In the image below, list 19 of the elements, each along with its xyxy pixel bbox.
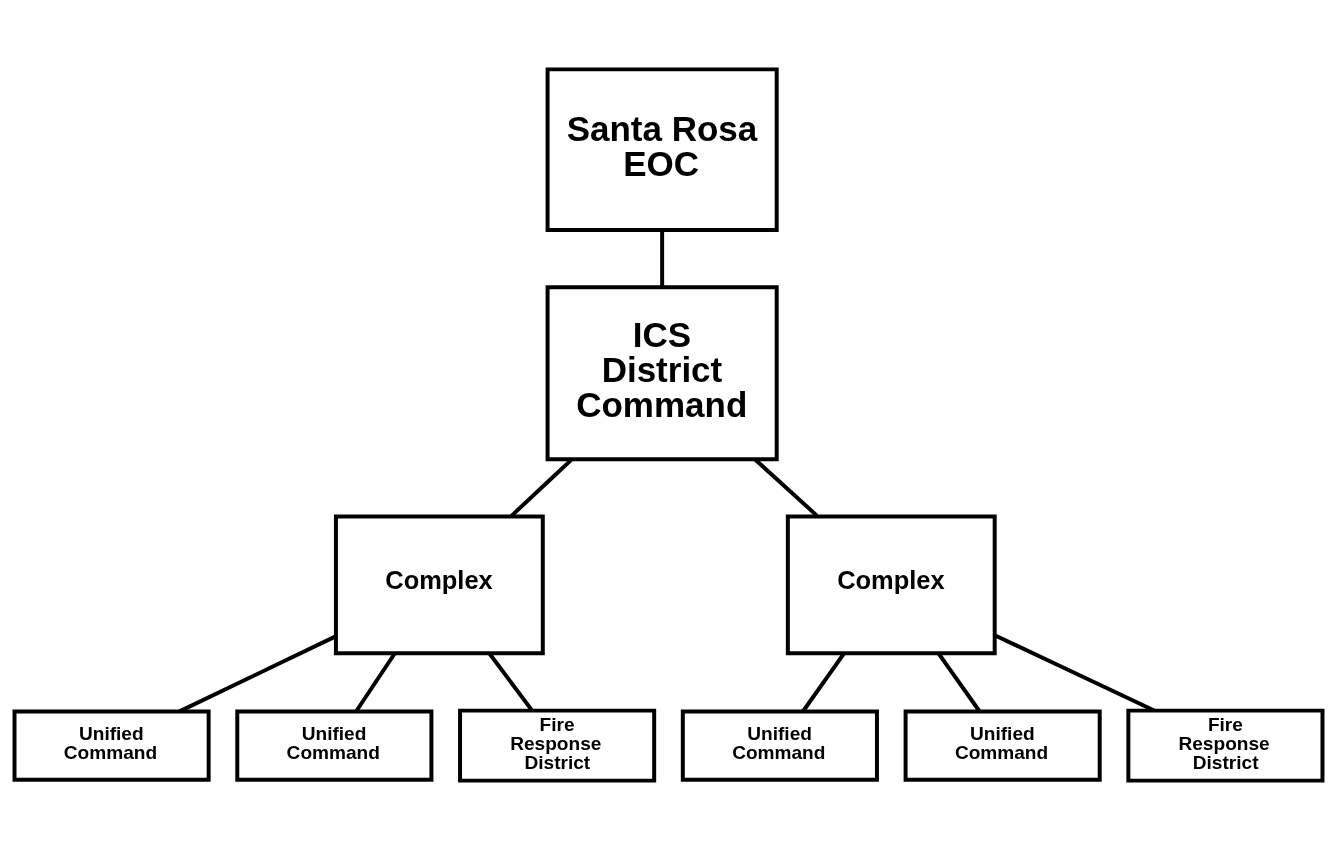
node-box: Complex xyxy=(333,514,545,656)
node-box: Unified Command xyxy=(903,709,1102,782)
connector xyxy=(488,652,534,712)
node-box: Fire Response District xyxy=(1126,708,1325,783)
connector xyxy=(993,633,1156,713)
connector xyxy=(801,652,846,713)
connector xyxy=(754,458,819,518)
node-box: Unified Command xyxy=(235,709,434,782)
connector xyxy=(660,230,665,288)
node-box: Complex xyxy=(785,514,997,656)
node-box: ICS District Command xyxy=(545,285,779,462)
connector xyxy=(178,634,337,714)
connector xyxy=(354,652,397,713)
node-box: Unified Command xyxy=(12,709,211,782)
connector xyxy=(510,458,573,518)
node-box: Santa Rosa EOC xyxy=(545,67,779,233)
connector xyxy=(937,652,982,713)
node-box: Unified Command xyxy=(680,709,879,782)
node-box: Fire Response District xyxy=(458,708,657,783)
